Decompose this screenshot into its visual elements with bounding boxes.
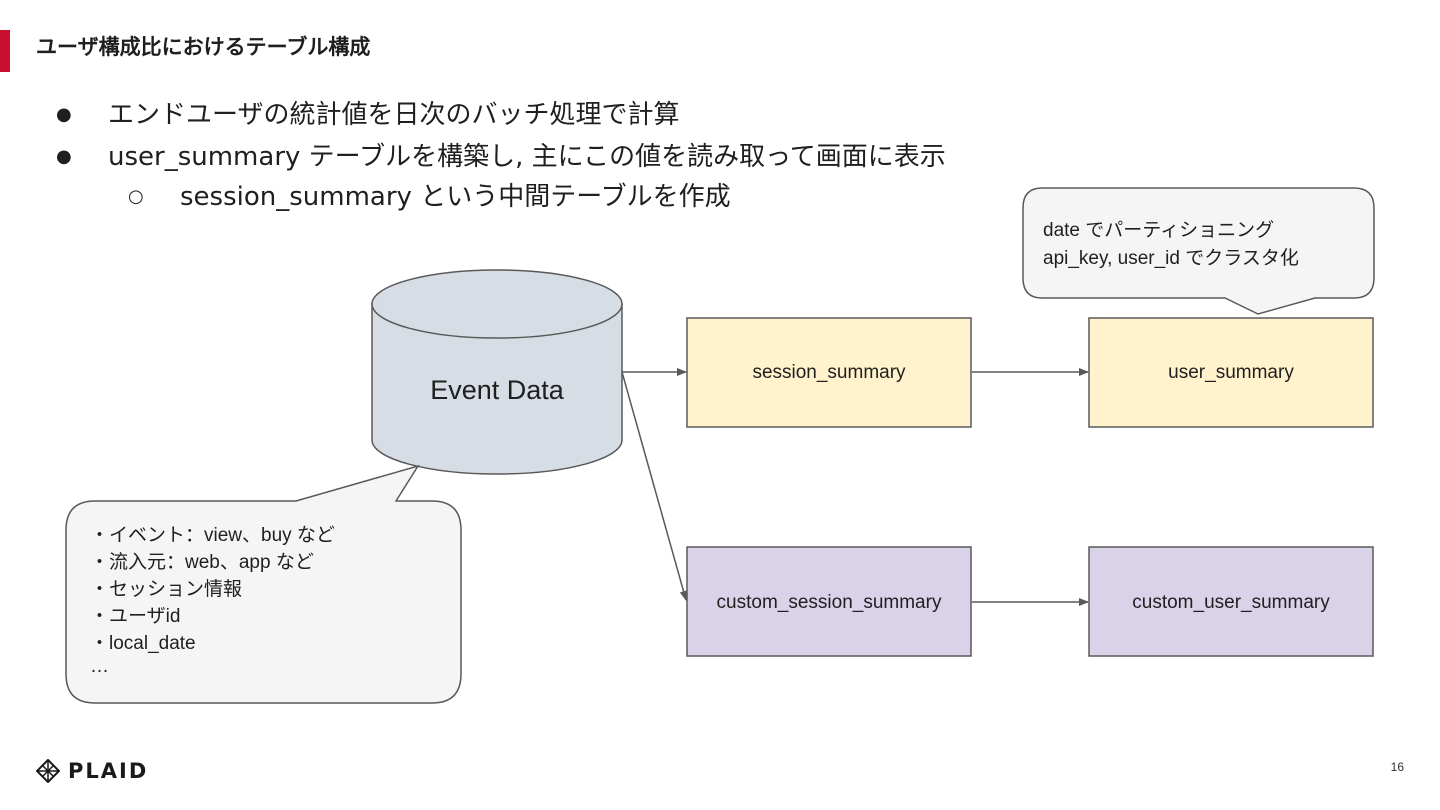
arrow-event-to-custom-session — [621, 371, 688, 601]
plaid-logo-icon — [36, 759, 60, 783]
title-accent-bar — [0, 30, 10, 72]
bullet-text: user_summary テーブルを構築し, 主にこの値を読み取って画面に表示 — [108, 142, 946, 172]
plaid-logo: PLAID — [36, 756, 148, 786]
custom-user-summary-table: custom_user_summary — [1088, 546, 1374, 657]
event-data-label: Event Data — [430, 375, 565, 405]
bullet-text: session_summary という中間テーブルを作成 — [180, 182, 731, 212]
callout-line: ・セッション情報 — [90, 578, 242, 600]
callout-bubble — [1022, 187, 1375, 315]
bullet-mark: ● — [56, 146, 72, 167]
event-data-cylinder: Event Data — [371, 269, 623, 475]
cylinder-top — [371, 269, 623, 339]
table-label: session_summary — [752, 362, 906, 383]
event-fields-callout: ・イベント：view、buy など ・流入元：web、app など ・セッション… — [65, 464, 462, 704]
table-label: custom_session_summary — [717, 592, 942, 613]
callout-bubble — [65, 464, 462, 704]
callout-line: ・イベント：view、buy など — [90, 524, 335, 546]
table-box — [686, 317, 972, 428]
bullet-mark: ○ — [128, 186, 144, 207]
callout-line: api_key, user_id でクラスタ化 — [1043, 247, 1299, 269]
slide-title: ユーザ構成比におけるテーブル構成 — [36, 35, 371, 59]
bullet-text: エンドユーザの統計値を日次のバッチ処理で計算 — [108, 100, 680, 130]
bullet-mark: ● — [56, 104, 72, 125]
user-summary-table: user_summary — [1088, 317, 1374, 428]
table-label: user_summary — [1168, 362, 1294, 383]
table-box — [1088, 317, 1374, 428]
custom-session-summary-table: custom_session_summary — [686, 546, 972, 657]
table-box — [686, 546, 972, 657]
cylinder-body — [371, 303, 623, 475]
callout-line: date でパーティショニング — [1043, 219, 1274, 241]
callout-line: ・流入元：web、app など — [90, 551, 314, 573]
logo-text: PLAID — [68, 759, 149, 783]
page-number: 16 — [1390, 760, 1404, 774]
table-label: custom_user_summary — [1132, 592, 1330, 613]
callout-line: ・local_date — [90, 633, 196, 654]
partition-callout: date でパーティショニング api_key, user_id でクラスタ化 — [1022, 187, 1375, 315]
callout-line: ・ユーザid — [90, 606, 180, 627]
table-box — [1088, 546, 1374, 657]
callout-line: … — [90, 656, 109, 677]
session-summary-table: session_summary — [686, 317, 972, 428]
